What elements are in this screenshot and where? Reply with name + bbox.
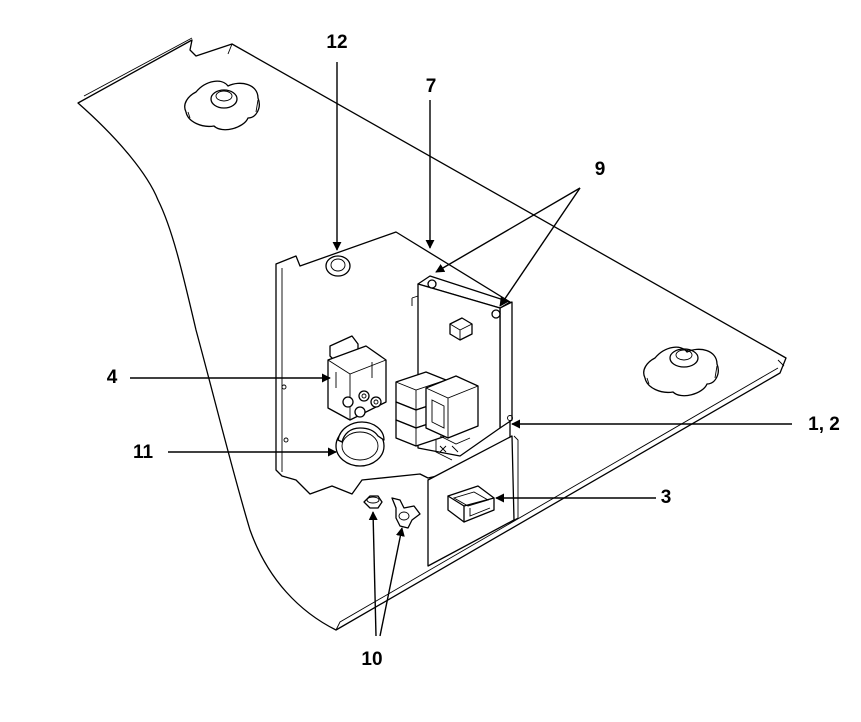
knob-right <box>643 346 719 397</box>
callout-4: 4 <box>107 367 118 388</box>
callout-12: 12 <box>326 32 347 53</box>
callout-10: 10 <box>361 649 382 670</box>
knob-top <box>184 80 260 131</box>
callout-3: 3 <box>661 487 672 508</box>
callout-11: 11 <box>133 442 154 463</box>
grommet <box>325 255 351 277</box>
callout-7: 7 <box>426 76 437 97</box>
control-board <box>395 275 513 461</box>
hardware-nuts <box>363 495 421 529</box>
base-plate <box>77 37 787 631</box>
callout-9: 9 <box>595 159 606 180</box>
strain-relief-ring <box>335 421 385 467</box>
terminal-block <box>327 335 387 421</box>
callout-1-2: 1, 2 <box>808 414 840 435</box>
leader-lines <box>130 62 792 637</box>
rocker-switch <box>447 485 495 523</box>
